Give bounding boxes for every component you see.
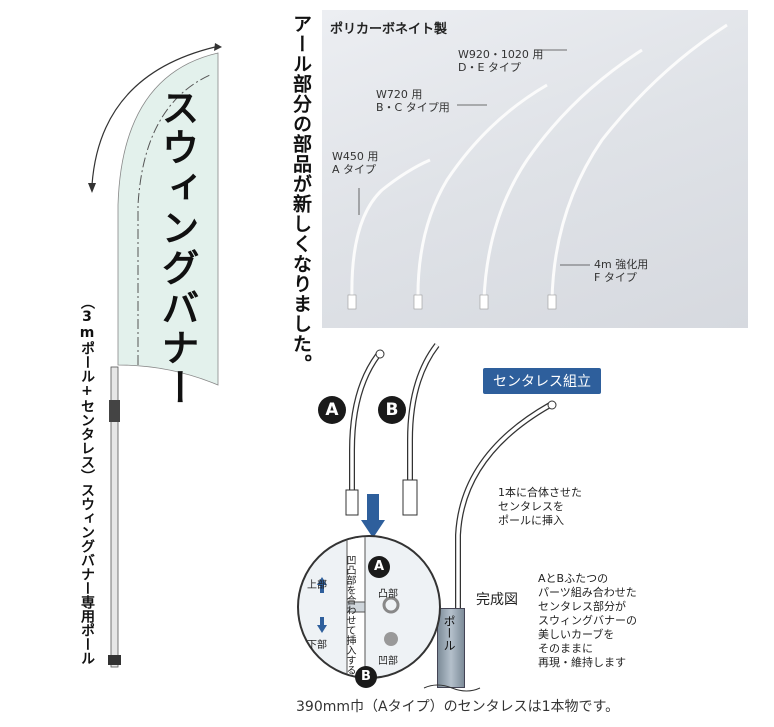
detail-marker-b: B xyxy=(355,666,377,688)
detail-marker-a: A xyxy=(368,556,390,578)
product-photo: ポリカーボネイト製 W920・1020 用 D・E タイプ W720 用 B・C… xyxy=(322,10,748,328)
part-b-illustration xyxy=(402,343,440,516)
marker-b: B xyxy=(378,396,406,424)
water-ripples xyxy=(423,684,481,692)
assembled-centerless xyxy=(455,400,557,615)
assembly-title: センタレス組立 xyxy=(483,368,601,394)
banner-flag xyxy=(117,52,219,386)
side-text: アール部分の部品が新しくなりました。 xyxy=(290,14,312,374)
insert-note: 1本に合体させた センタレスを ポールに挿入 xyxy=(498,486,582,527)
detail-instruction: 凹凸部を合わせて挿入する xyxy=(344,555,355,675)
detail-concave: 凹部 xyxy=(378,656,398,667)
pole-label: ポール xyxy=(442,615,456,651)
centerless-parts-photo xyxy=(347,23,728,310)
footer-note: 390mm巾（Aタイプ）のセンタレスは1本物です。 xyxy=(296,699,620,715)
banner-pole xyxy=(110,366,119,668)
photo-title: ポリカーボネイト製 xyxy=(330,22,448,37)
part-a-illustration xyxy=(345,349,385,516)
banner-caption: （3mポール+センタレス）スウィングバナー専用ポール xyxy=(79,295,95,665)
complete-label: 完成図 xyxy=(476,592,518,608)
detail-lower: 下部 xyxy=(307,640,327,651)
banner-text: スウィングバナー xyxy=(155,88,199,408)
swing-banner-illustration xyxy=(88,43,222,668)
detail-convex: 凸部 xyxy=(378,589,398,600)
swing-direction-arrow xyxy=(91,46,216,186)
assembly-description: AとBふたつの パーツ組み合わせた センタレス部分が スウィングバナーの 美しい… xyxy=(538,572,637,669)
label-w720: W720 用 B・C タイプ用 xyxy=(376,88,450,114)
detail-circle xyxy=(297,535,441,679)
label-w920: W920・1020 用 D・E タイプ xyxy=(458,48,544,74)
label-w450: W450 用 A タイプ xyxy=(332,150,379,176)
detail-upper: 上部 xyxy=(307,580,327,591)
arrow-to-detail xyxy=(361,494,385,538)
label-4m: 4m 強化用 F タイプ xyxy=(594,258,649,284)
marker-a: A xyxy=(318,396,346,424)
